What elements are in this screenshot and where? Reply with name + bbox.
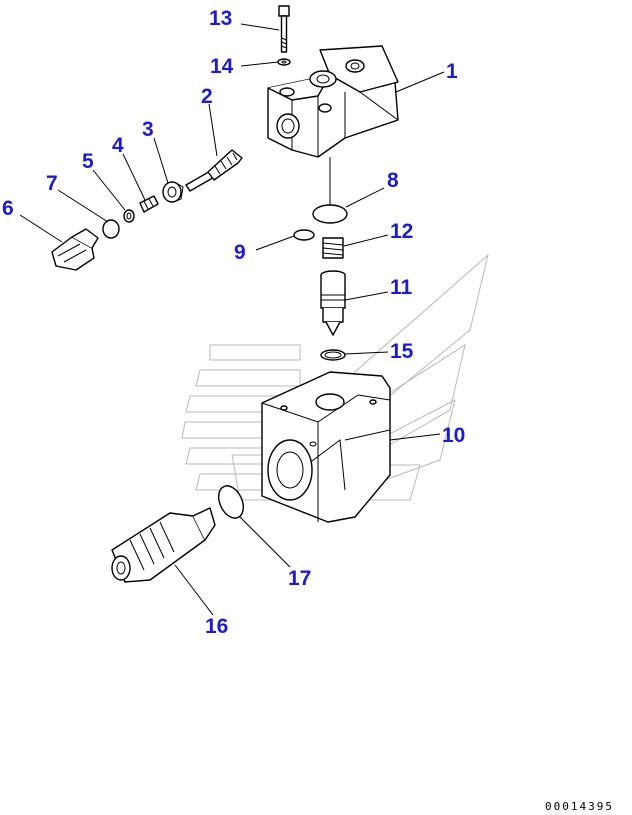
callout-2: 2 [201, 85, 213, 108]
part-5-ring [123, 209, 135, 223]
part-2-poppet [185, 149, 243, 192]
callout-9: 9 [234, 241, 246, 264]
part-12-spring [322, 237, 344, 259]
callout-16: 16 [205, 615, 228, 638]
part-16-relief-valve [111, 507, 216, 583]
part-15-o-ring [320, 349, 346, 361]
part-1-valve-body [267, 45, 399, 158]
document-id: 00014395 [545, 800, 614, 813]
part-10-valve-body [261, 371, 391, 523]
part-13-bolt [278, 5, 290, 53]
callout-12: 12 [390, 220, 413, 243]
callout-15: 15 [390, 340, 414, 363]
callout-1: 1 [446, 60, 458, 83]
callout-8: 8 [387, 169, 399, 192]
callout-3: 3 [142, 118, 154, 141]
part-4-spring [139, 195, 159, 213]
callout-labels: 13 14 1 2 3 4 5 7 6 8 9 12 11 15 10 17 1… [2, 7, 465, 638]
part-17-o-ring [218, 485, 244, 519]
leader-lines [19, 23, 445, 616]
callout-7: 7 [46, 172, 58, 195]
callout-10: 10 [442, 424, 465, 447]
callout-11: 11 [390, 276, 413, 299]
part-7-o-ring [102, 219, 120, 239]
part-3-seat [162, 181, 184, 203]
callout-4: 4 [112, 134, 124, 157]
callout-13: 13 [209, 7, 232, 30]
callout-5: 5 [82, 150, 94, 173]
callout-6: 6 [2, 197, 14, 220]
part-14-washer [277, 58, 291, 66]
part-8-disc [312, 204, 348, 224]
part-6-plug [51, 228, 99, 271]
part-11-piston [320, 270, 346, 336]
callout-17: 17 [288, 567, 311, 590]
part-9-o-ring [293, 229, 315, 241]
callout-14: 14 [210, 55, 234, 78]
